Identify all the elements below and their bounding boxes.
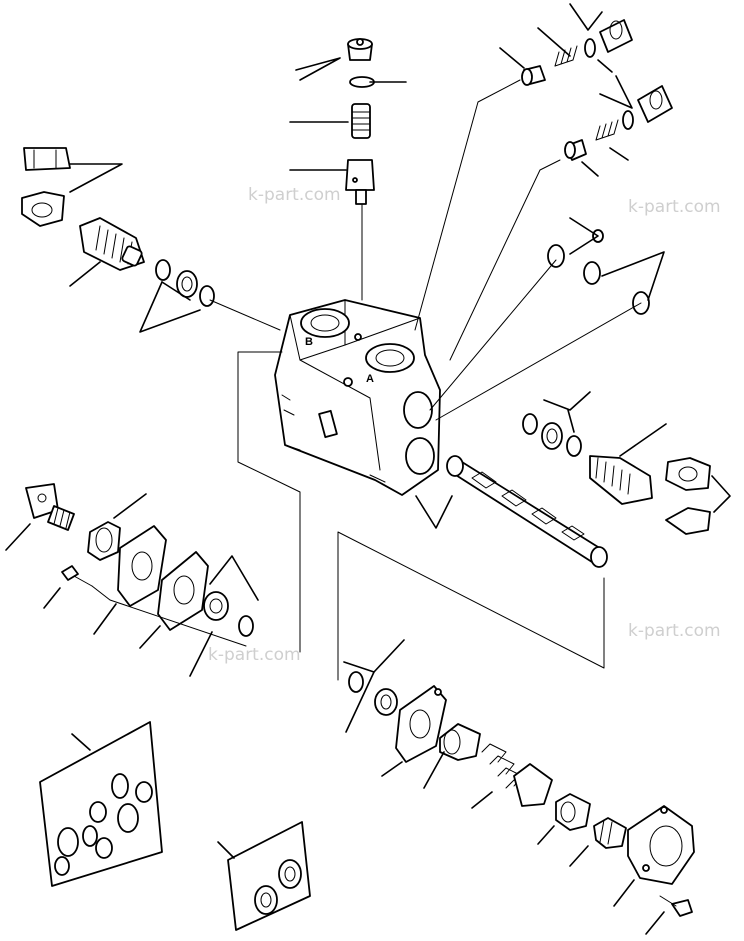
spool-end-assembly-lower-left [5,483,259,677]
seal-kit-bag-large [39,721,163,887]
spool-end-assembly-right [522,391,731,535]
check-valve-assembly-lower [564,75,673,177]
port-label-a: A [366,373,374,385]
relief-valve-stack-top [345,38,375,301]
leader-lines-top-center [289,57,407,171]
seal-kit-bag-small [217,821,311,931]
watermark-text: k-part.com [628,197,721,217]
valve-body: B A [274,299,441,496]
leader-lines-body [414,79,642,421]
watermark-text: k-part.com [628,621,721,641]
spool-end-assembly-left [21,147,281,333]
watermark-text: k-part.com [248,185,341,205]
port-label-b: B [305,336,313,348]
watermark-text: k-part.com [208,645,301,665]
check-valve-assembly-upper [499,3,633,86]
body-reference-box [237,351,605,681]
main-spool [415,455,608,568]
o-ring-group-right [547,217,665,315]
spool-end-assembly-lower-right [343,639,695,935]
